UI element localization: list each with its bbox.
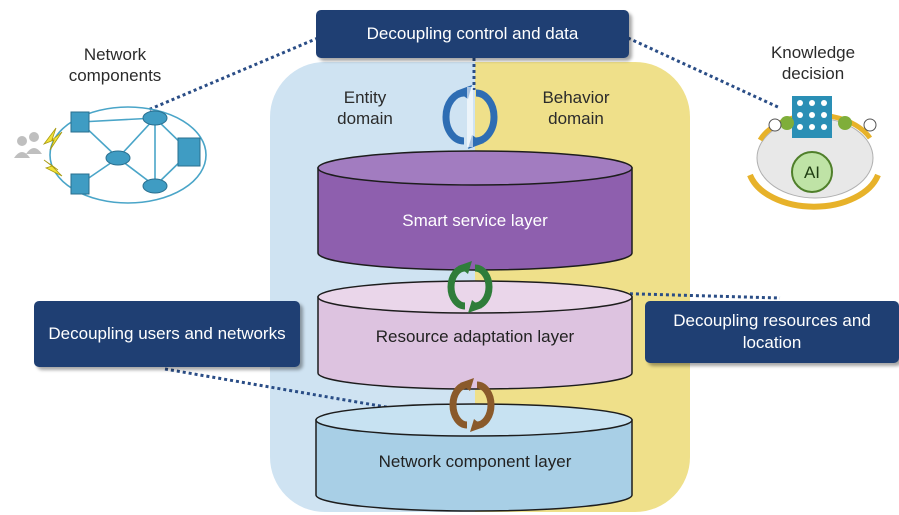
callout-decoupling-control-data: Decoupling control and data <box>316 10 629 58</box>
behavior-domain-label: Behavior domain <box>542 88 610 129</box>
ai-badge-label: AI <box>803 163 821 182</box>
knowledge-decision-label: Knowledge decision <box>770 43 856 84</box>
cycle-arrow-brown-icon <box>449 378 495 432</box>
cycle-arrow-blue-icon <box>442 85 498 149</box>
network-component-layer-label: Network component layer <box>378 452 572 471</box>
callout-top-text: Decoupling control and data <box>366 23 579 43</box>
entity-domain-label: Entity domain <box>337 88 393 129</box>
callout-decoupling-resources-location: Decoupling resources and location <box>645 301 899 363</box>
knowledge-decision-icon <box>747 96 881 210</box>
callout-decoupling-users-networks: Decoupling users and networks <box>34 301 300 367</box>
callout-left-text: Decoupling users and networks <box>48 323 286 343</box>
network-topology-icon <box>14 106 207 204</box>
smart-service-layer-label: Smart service layer <box>402 211 548 230</box>
callout-right-text: Decoupling resources and location <box>673 310 871 352</box>
resource-adaptation-layer-label: Resource adaptation layer <box>375 327 575 346</box>
cycle-arrow-green-icon <box>447 261 493 313</box>
smart-service-layer <box>317 150 633 271</box>
network-components-label: Network components <box>68 45 162 86</box>
